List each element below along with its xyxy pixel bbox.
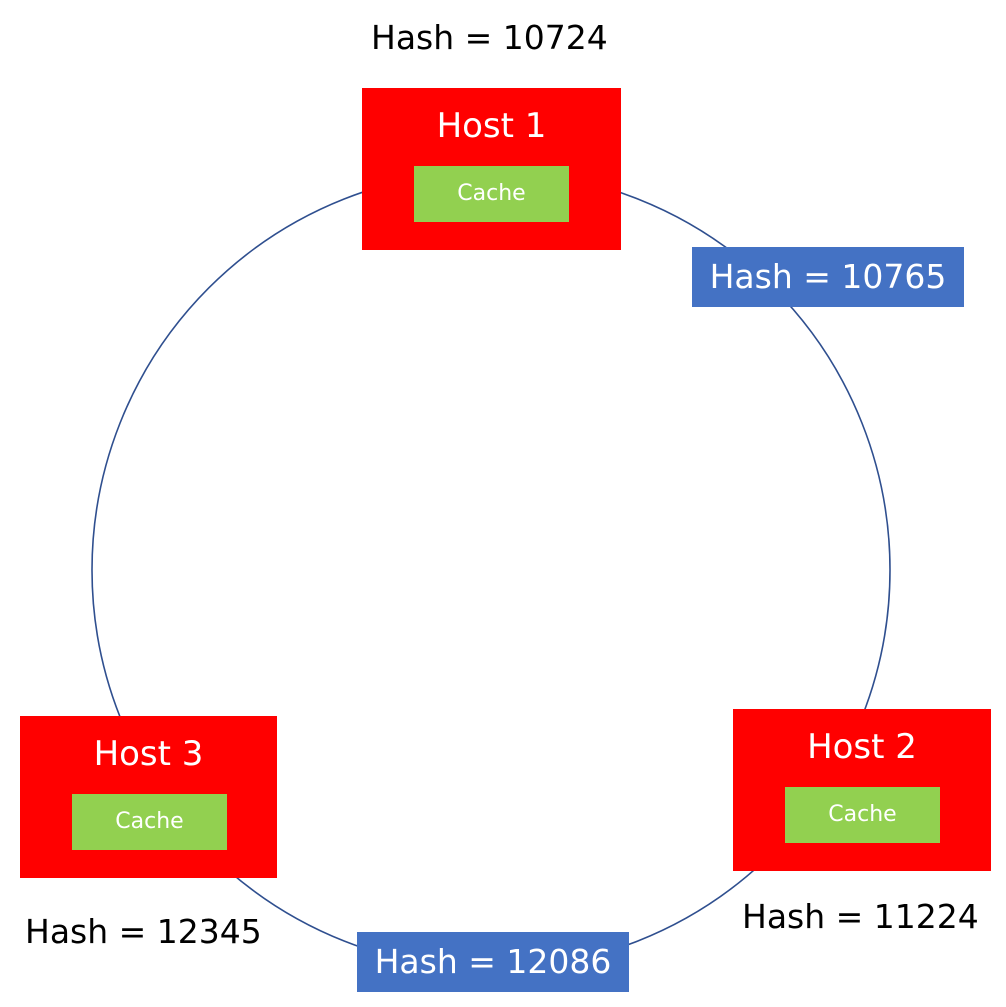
host-2-node: Host 2 Cache — [733, 709, 991, 871]
host-3-cache: Cache — [72, 794, 227, 850]
host-3-node: Host 3 Cache — [20, 716, 277, 878]
host-2-cache: Cache — [785, 787, 940, 843]
host-1-cache: Cache — [414, 166, 569, 222]
host-2-hash-label: Hash = 11224 — [742, 897, 979, 936]
host-2-title: Host 2 — [807, 727, 917, 767]
key-hash-box-2: Hash = 12086 — [357, 932, 629, 992]
key-hash-box-1: Hash = 10765 — [692, 247, 964, 307]
host-1-hash-label: Hash = 10724 — [371, 18, 608, 57]
host-3-title: Host 3 — [93, 734, 204, 774]
host-1-title: Host 1 — [436, 106, 547, 146]
host-1-node: Host 1 Cache — [362, 88, 621, 250]
host-3-hash-label: Hash = 12345 — [25, 912, 262, 951]
